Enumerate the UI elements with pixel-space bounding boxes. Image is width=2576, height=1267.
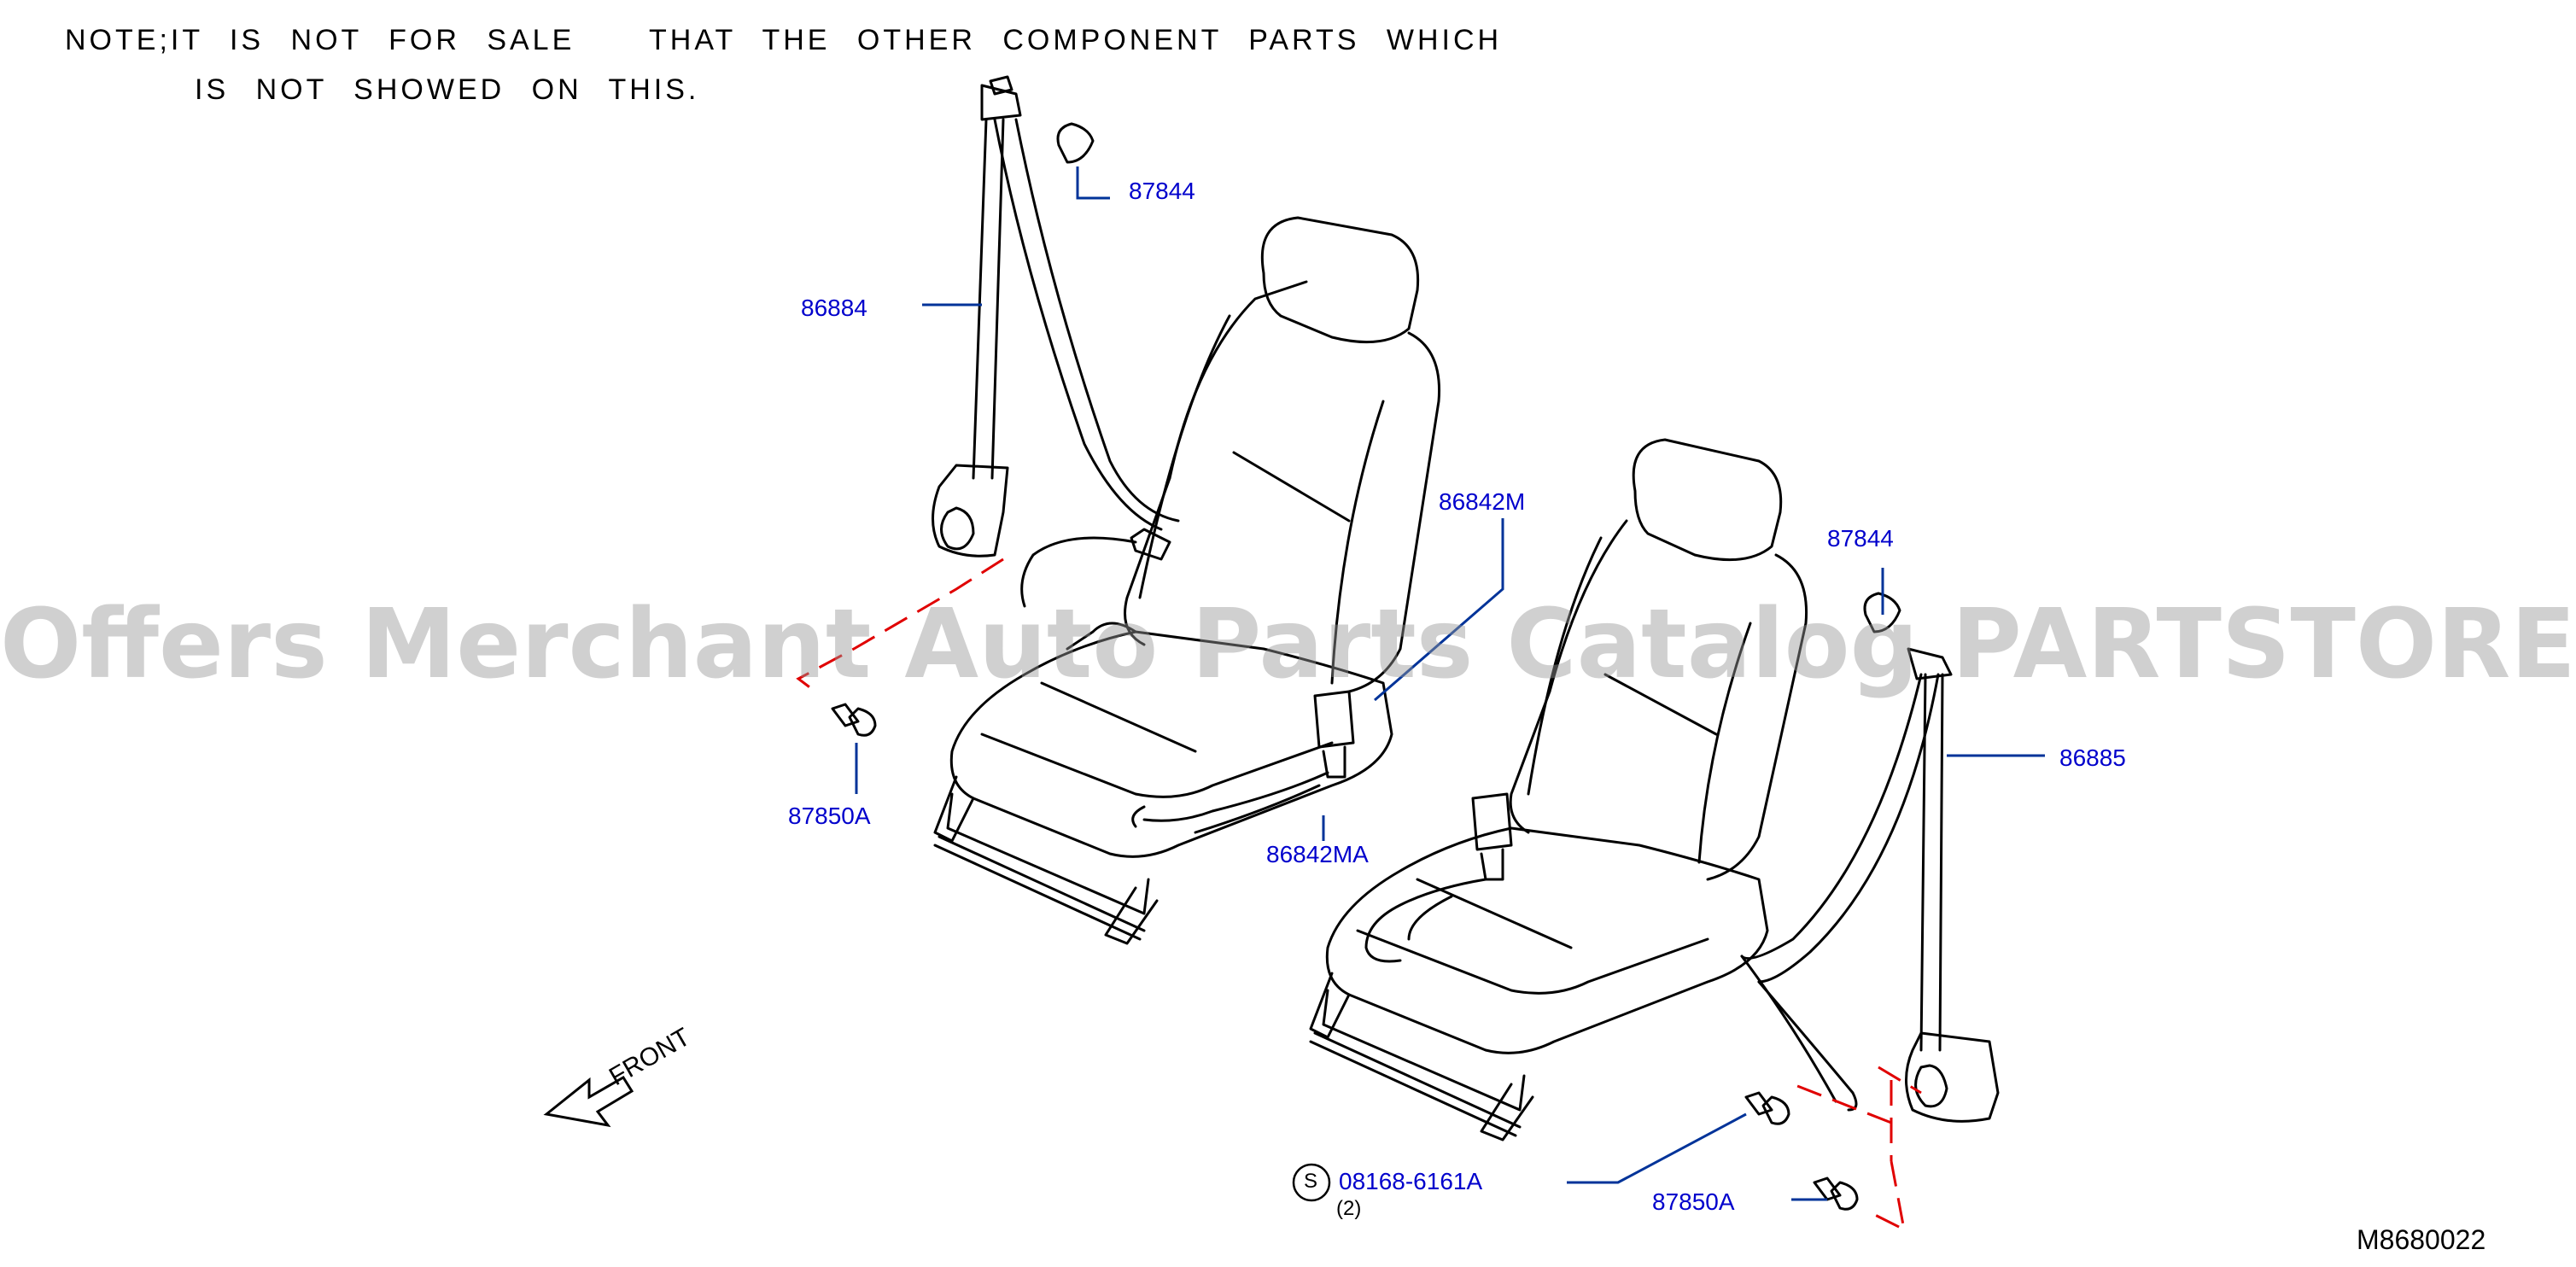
right-seatbelt-drawing bbox=[1740, 592, 2000, 1211]
right-seat-drawing bbox=[1309, 438, 1808, 1141]
label-86884[interactable]: 86884 bbox=[801, 295, 867, 321]
screw-symbol-letter: S bbox=[1304, 1170, 1318, 1193]
left-seat-drawing bbox=[933, 216, 1441, 945]
label-87850a-left[interactable]: 87850A bbox=[788, 803, 871, 829]
label-87844-top[interactable]: 87844 bbox=[1129, 178, 1195, 204]
note-line-2: IS NOT SHOWED ON THIS. bbox=[195, 73, 700, 106]
screw-quantity: (2) bbox=[1336, 1197, 1362, 1220]
note-line-1b: THAT THE OTHER COMPONENT PARTS WHICH bbox=[649, 24, 1503, 56]
label-87850a-right[interactable]: 87850A bbox=[1652, 1188, 1735, 1215]
diagram-code: M8680022 bbox=[2357, 1224, 2486, 1255]
install-dashed-lines bbox=[796, 558, 1922, 1232]
note-line-1a: NOTE;IT IS NOT FOR SALE bbox=[65, 24, 575, 56]
screw-symbol-circle bbox=[1292, 1163, 1331, 1202]
label-08168-6161a[interactable]: 08168-6161A bbox=[1339, 1168, 1483, 1194]
label-86842ma[interactable]: 86842MA bbox=[1266, 841, 1369, 867]
right-buckle-drawing bbox=[1364, 792, 1513, 963]
leader-lines bbox=[855, 166, 2045, 1201]
label-87844-right[interactable]: 87844 bbox=[1827, 525, 1894, 552]
label-86842m[interactable]: 86842M bbox=[1439, 488, 1526, 515]
front-arrow-icon bbox=[543, 1075, 634, 1128]
label-86885[interactable]: 86885 bbox=[2059, 744, 2126, 771]
left-seatbelt-drawing bbox=[831, 75, 1180, 737]
left-buckle-drawing bbox=[1131, 690, 1355, 834]
